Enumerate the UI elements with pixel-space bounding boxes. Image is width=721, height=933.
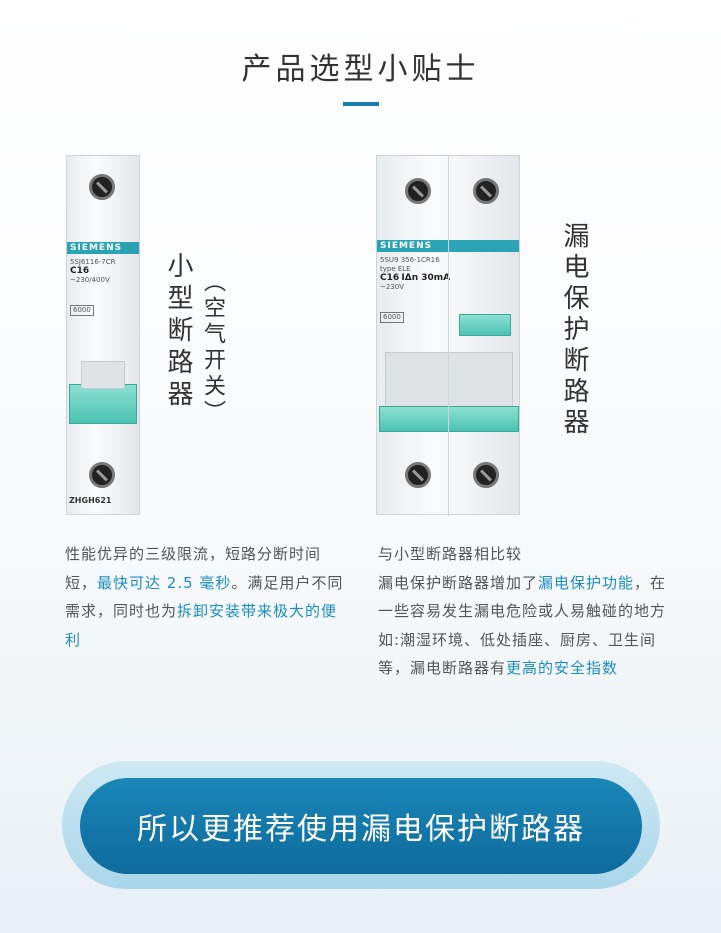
rcbo-voltage: ~230V	[380, 283, 405, 291]
title-underline	[343, 102, 379, 106]
text: ，在一些容易发生漏电危险或人易触碰的地方如:潮湿环境、低处插座、厨房、卫生间等，…	[378, 573, 667, 678]
rcbo-type: type ELE	[380, 265, 411, 273]
rcbo-capacity: 6000	[380, 312, 404, 323]
bottom-screw	[473, 462, 499, 488]
mcb-image: SIEMENS 5SJ6116-7CR C16 ~230/400V 6000 Z…	[66, 155, 140, 515]
mcb-capacity: 6000	[70, 305, 94, 316]
text: 漏电保护断路器增加了	[378, 573, 539, 592]
text: 。满足用户不同需求，同时也为	[65, 573, 344, 621]
mcb-label: 5SJ6116-7CR C16 ~230/400V 6000	[67, 256, 139, 318]
mcb-description: 性能优异的三级限流，短路分断时间短，最快可达 2.5 毫秒。满足用户不同需求，同…	[65, 540, 350, 654]
rcbo-model: 5SU9 356-1CR16	[380, 256, 440, 264]
rcbo-handle[interactable]	[379, 406, 519, 432]
highlight: 拆卸安装带来极大的便利	[65, 602, 338, 649]
mcb-alias: （空气开关）	[200, 270, 225, 426]
highlight: 更高的安全指数	[506, 659, 619, 677]
top-screw	[473, 178, 499, 204]
rcbo-label: 5SU9 356-1CR16 type ELE C16 IΔn 30mA ~23…	[377, 254, 477, 325]
mcb-model: 5SJ6116-7CR	[70, 258, 116, 266]
mcb-brand: SIEMENS	[67, 242, 139, 254]
bottom-screw	[89, 462, 115, 488]
mcb-name: 小型断路器	[163, 252, 193, 412]
highlight: 最快可达 2.5 毫秒	[97, 573, 232, 592]
bottom-screw	[405, 462, 431, 488]
top-screw	[89, 174, 115, 200]
test-button[interactable]	[459, 314, 511, 336]
rcbo-rating: C16	[380, 273, 400, 283]
top-screw	[405, 178, 431, 204]
mcb-handle[interactable]	[69, 384, 137, 424]
recommend-button[interactable]: 所以更推荐使用漏电保护断路器	[80, 778, 642, 874]
text: 与小型断路器相比较	[378, 545, 523, 563]
text: 性能优异的三级限流，短路分断时间短，	[65, 545, 322, 592]
rcbo-residual: IΔn 30mA	[401, 273, 451, 283]
rcbo-image: SIEMENS 5SU9 356-1CR16 type ELE C16 IΔn …	[376, 155, 520, 516]
mcb-rating: C16	[70, 266, 90, 276]
rcbo-description: 与小型断路器相比较 漏电保护断路器增加了漏电保护功能，在一些容易发生漏电危险或人…	[378, 540, 668, 683]
page-title: 产品选型小贴士	[241, 52, 480, 87]
rcbo-name: 漏电保护断路器	[559, 222, 589, 439]
mcb-voltage: ~230/400V	[70, 276, 110, 284]
highlight: 漏电保护功能	[538, 573, 635, 592]
mcb-code: ZHGH621	[69, 496, 112, 505]
